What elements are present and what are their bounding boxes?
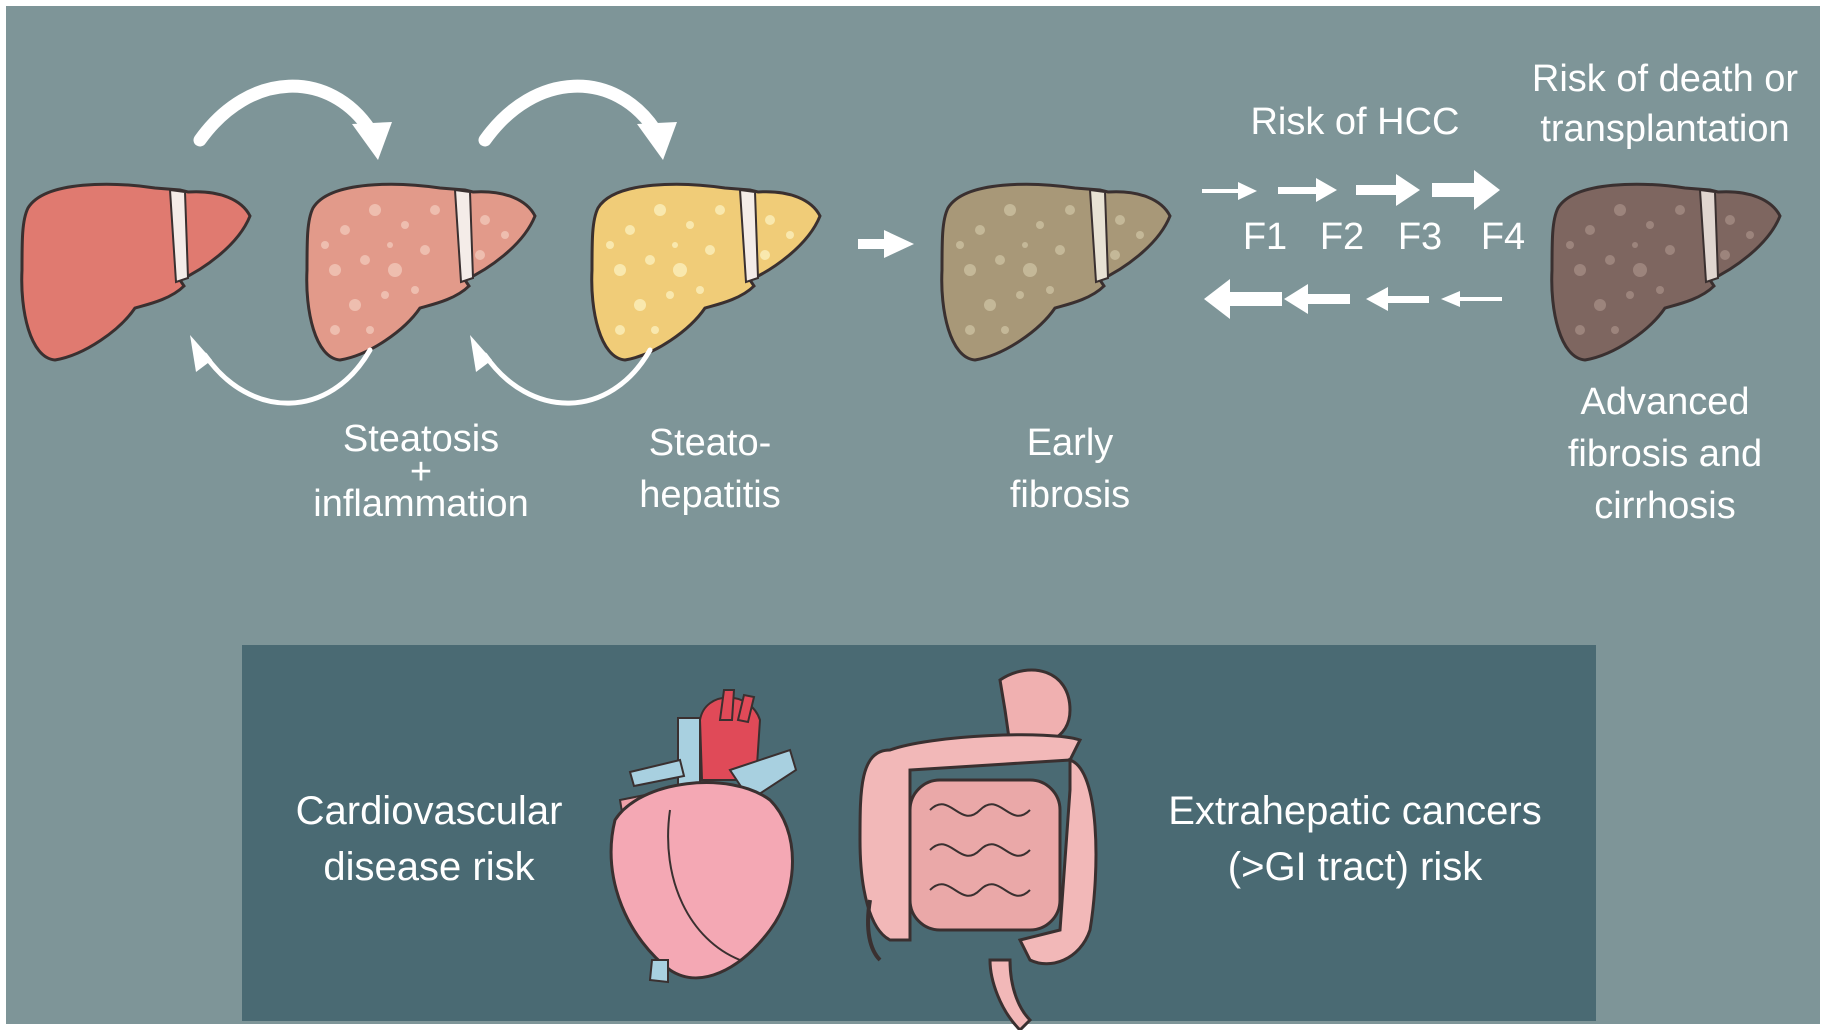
healthy-liver-icon — [22, 184, 250, 360]
extrahepatic-line2: (>GI tract) risk — [1130, 839, 1580, 895]
stage-f4: F4 — [1473, 215, 1533, 260]
early-fibrosis-line1: Early — [970, 417, 1170, 469]
arrow-icon — [858, 230, 914, 258]
early-fibrosis-liver-icon — [942, 184, 1170, 360]
cardiovascular-label: Cardiovascular disease risk — [268, 783, 590, 895]
regression-arrows-back — [1204, 279, 1502, 319]
steatosis-line2: + — [296, 462, 546, 482]
cardiovascular-line2: disease risk — [268, 839, 590, 895]
steatohepatitis-liver-icon — [592, 184, 820, 360]
steatosis-liver-icon — [307, 184, 535, 360]
intestine-icon — [860, 670, 1096, 1030]
stage-f3: F3 — [1390, 215, 1450, 260]
heart-icon — [611, 690, 796, 982]
stage-f2: F2 — [1312, 215, 1372, 260]
advanced-line3: cirrhosis — [1520, 480, 1810, 532]
early-fibrosis-label: Early fibrosis — [970, 417, 1170, 521]
arrow-icon — [352, 122, 677, 160]
steatohepatitis-line2: hepatitis — [610, 469, 810, 521]
advanced-line1: Advanced — [1520, 376, 1810, 428]
cirrhosis-liver-icon — [1552, 184, 1780, 360]
risk-hcc-label: Risk of HCC — [1220, 100, 1490, 145]
cardiovascular-line1: Cardiovascular — [268, 783, 590, 839]
steatohepatitis-label: Steato- hepatitis — [610, 417, 810, 521]
risk-death-line2: transplantation — [1510, 104, 1820, 154]
steatosis-label: Steatosis + inflammation — [296, 417, 546, 527]
extrahepatic-label: Extrahepatic cancers (>GI tract) risk — [1130, 783, 1580, 895]
stage-f1: F1 — [1235, 215, 1295, 260]
arrow-icon — [200, 86, 655, 140]
steatohepatitis-line1: Steato- — [610, 417, 810, 469]
extrahepatic-line1: Extrahepatic cancers — [1130, 783, 1580, 839]
advanced-line2: fibrosis and — [1520, 428, 1810, 480]
advanced-fibrosis-label: Advanced fibrosis and cirrhosis — [1520, 376, 1810, 532]
arrow-icon — [205, 350, 650, 403]
steatosis-line3: inflammation — [296, 482, 546, 527]
risk-death-line1: Risk of death or — [1510, 54, 1820, 104]
risk-death-label: Risk of death or transplantation — [1510, 54, 1820, 154]
progression-arrows-forward — [1202, 170, 1500, 210]
early-fibrosis-line2: fibrosis — [970, 469, 1170, 521]
